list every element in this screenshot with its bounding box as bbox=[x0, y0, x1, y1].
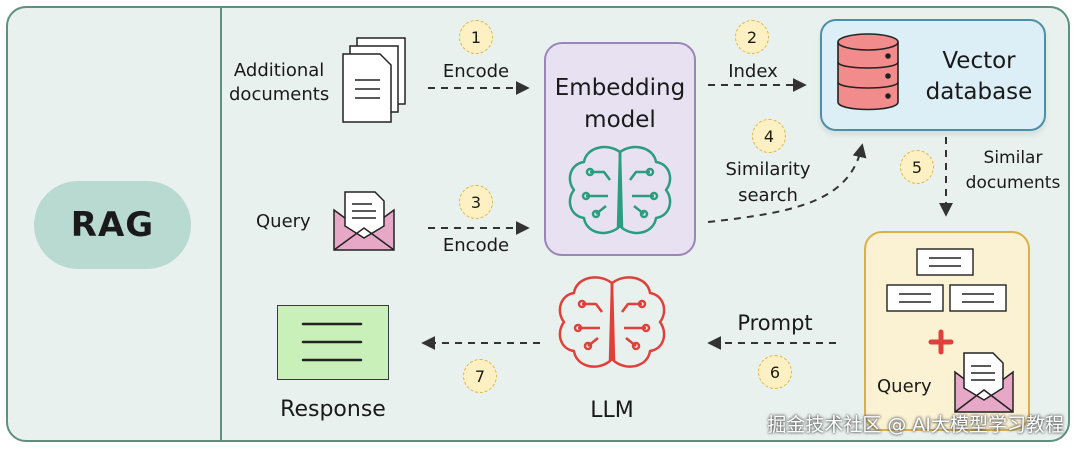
retrieved-doc-icon bbox=[949, 284, 1007, 312]
query-input-label: Query bbox=[256, 211, 311, 232]
vector-db-title-line2: database bbox=[925, 79, 1033, 105]
step2-label: Index bbox=[728, 61, 778, 82]
vector-database-title: Vector database bbox=[926, 46, 1033, 108]
brain-circuit-icon bbox=[568, 145, 672, 235]
step4-label: Similarity search bbox=[725, 157, 810, 209]
arrow-similarity-search bbox=[707, 143, 867, 223]
database-cylinder-icon bbox=[837, 33, 899, 111]
step-badge-7: 7 bbox=[463, 359, 497, 393]
retrieved-doc-icon bbox=[886, 284, 944, 312]
step5-label-line1: Similar bbox=[983, 148, 1043, 168]
documents-label-line1: Additional bbox=[233, 60, 325, 81]
step5-label: Similar documents bbox=[966, 146, 1061, 196]
step-badge-6: 6 bbox=[758, 355, 792, 389]
retrieved-doc-icon bbox=[916, 248, 974, 276]
llm-brain-icon bbox=[558, 276, 666, 368]
documents-label: Additional documents bbox=[229, 59, 329, 107]
plus-icon bbox=[928, 329, 954, 355]
step1-label: Encode bbox=[442, 61, 510, 82]
document-stack-icon bbox=[342, 37, 406, 123]
step4-label-line1: Similarity bbox=[725, 159, 811, 180]
step5-label-line2: documents bbox=[965, 173, 1061, 193]
watermark: 掘金技术社区 @ AI大模型学习教程 bbox=[767, 414, 1064, 436]
embedding-title-line1: Embedding bbox=[554, 75, 686, 101]
rag-label: RAG bbox=[34, 181, 191, 269]
envelope-letter-icon bbox=[954, 352, 1014, 413]
response-label: Response bbox=[280, 397, 386, 422]
rag-label-text: RAG bbox=[70, 205, 155, 245]
vector-db-title-line1: Vector bbox=[942, 48, 1016, 74]
documents-label-line2: documents bbox=[229, 84, 330, 105]
step6-label: Prompt bbox=[737, 311, 813, 335]
step-badge-5: 5 bbox=[900, 150, 934, 184]
embedding-model-title: Embedding model bbox=[555, 72, 685, 136]
step-badge-4: 4 bbox=[752, 119, 786, 153]
step3-label: Encode bbox=[442, 235, 510, 256]
response-text-lines-icon bbox=[301, 322, 363, 362]
panel-divider bbox=[220, 6, 222, 442]
step4-label-line2: search bbox=[738, 185, 798, 206]
embedding-title-line2: model bbox=[584, 107, 656, 133]
llm-label: LLM bbox=[590, 398, 634, 423]
step-badge-2: 2 bbox=[735, 20, 769, 54]
context-query-label: Query bbox=[877, 376, 932, 397]
step-badge-1: 1 bbox=[459, 20, 493, 54]
step-badge-3: 3 bbox=[459, 185, 493, 219]
envelope-letter-icon bbox=[333, 191, 395, 251]
